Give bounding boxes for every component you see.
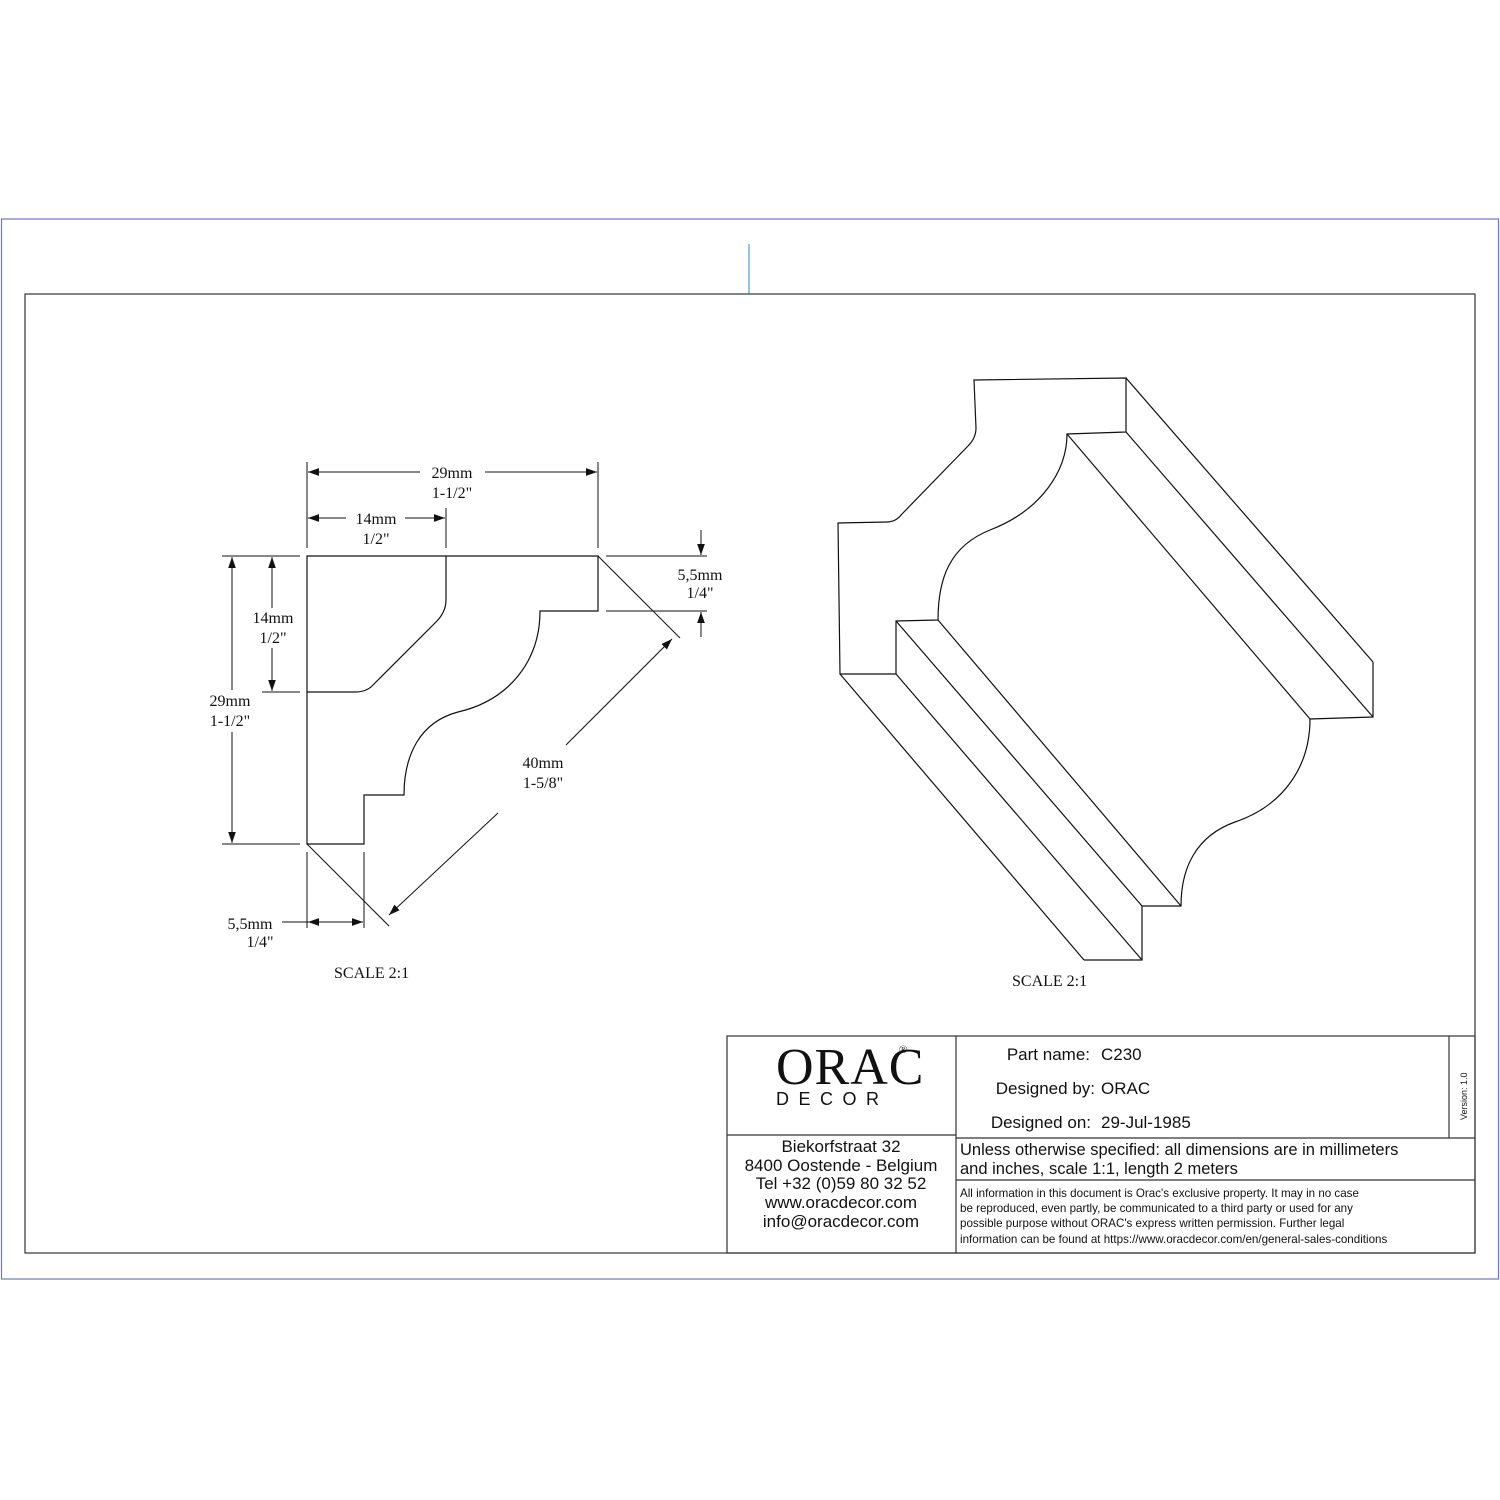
dim-diagonal-in: 1-5/8" — [523, 775, 563, 792]
profile-outline — [306, 555, 599, 845]
svg-text:be reproduced, even partly, be: be reproduced, even partly, be communica… — [960, 1202, 1353, 1215]
dimension-lines — [228, 468, 705, 926]
svg-text:DECOR: DECOR — [776, 1089, 889, 1109]
orac-logo: ORAC ® DECOR — [776, 1039, 924, 1109]
dim-bottom-in: 1/4" — [247, 934, 274, 951]
dim-height-mm: 29mm — [210, 693, 251, 710]
dim-width-mm: 29mm — [432, 465, 473, 482]
dim-line-diagonal — [565, 638, 673, 746]
svg-text:Unless otherwise specified: al: Unless otherwise specified: all dimensio… — [960, 1141, 1398, 1159]
company-address: Biekorfstraat 32 8400 Oostende - Belgium… — [745, 1137, 938, 1231]
part-name-value: C230 — [1101, 1045, 1142, 1064]
svg-text:All information in this docume: All information in this document is Orac… — [960, 1187, 1359, 1200]
svg-text:information can be found at ht: information can be found at https://www.… — [960, 1233, 1387, 1246]
iso-front-face — [837, 377, 1127, 675]
dim-top-mm: 14mm — [356, 511, 397, 528]
svg-text:www.oracdecor.com: www.oracdecor.com — [764, 1193, 917, 1212]
isometric-view: SCALE 2:1 — [837, 377, 1374, 990]
section-scale-label: SCALE 2:1 — [334, 965, 409, 982]
iso-back-face — [1084, 662, 1374, 961]
dim-right-top-in: 1/4" — [687, 585, 714, 602]
svg-text:info@oracdecor.com: info@oracdecor.com — [763, 1212, 919, 1231]
designed-by-value: ORAC — [1101, 1079, 1150, 1098]
chamfer-top-right — [597, 555, 681, 639]
dim-top-in: 1/2" — [363, 531, 390, 548]
dimensions-note: Unless otherwise specified: all dimensio… — [960, 1141, 1398, 1178]
svg-text:possible purpose without ORAC': possible purpose without ORAC's express … — [960, 1217, 1344, 1230]
part-name-label: Part name: — [1007, 1045, 1090, 1064]
inner-frame — [24, 293, 1476, 1254]
designed-on-value: 29-Jul-1985 — [1101, 1113, 1191, 1132]
chamfer-bottom-left — [306, 843, 390, 927]
extension-lines — [222, 462, 707, 928]
dim-width-in: 1-1/2" — [432, 485, 472, 502]
dim-right-top-mm: 5,5mm — [678, 567, 723, 584]
svg-text:®: ® — [899, 1044, 907, 1056]
version-label: Version: 1.0 — [1459, 1072, 1469, 1120]
svg-text:Tel +32 (0)59 80 32 52: Tel +32 (0)59 80 32 52 — [756, 1174, 927, 1193]
svg-text:8400 Oostende - Belgium: 8400 Oostende - Belgium — [745, 1156, 938, 1175]
title-block: ORAC ® DECOR Biekorfstraat 32 8400 Ooste… — [726, 1035, 1476, 1254]
outer-frame — [0, 218, 1500, 1280]
iso-long-edges — [839, 377, 1374, 961]
svg-text:and inches, scale 1:1, length: and inches, scale 1:1, length 2 meters — [960, 1160, 1238, 1178]
designed-on-label: Designed on: — [991, 1113, 1091, 1132]
profile-inner-edge — [307, 556, 447, 693]
designed-by-label: Designed by: — [996, 1079, 1095, 1098]
legal-notice: All information in this document is Orac… — [960, 1187, 1387, 1246]
dim-height-in: 1-1/2" — [210, 713, 250, 730]
section-view: 29mm 1-1/2" 14mm 1/2" 14mm 1/2" 29mm 1-1… — [210, 462, 723, 982]
dim-left-upper-in: 1/2" — [260, 630, 287, 647]
dim-diagonal-mm: 40mm — [523, 755, 564, 772]
svg-text:Biekorfstraat 32: Biekorfstraat 32 — [781, 1137, 900, 1156]
dim-bottom-mm: 5,5mm — [228, 916, 273, 933]
dim-left-upper-mm: 14mm — [253, 610, 294, 627]
svg-text:ORAC: ORAC — [776, 1039, 924, 1096]
iso-scale-label: SCALE 2:1 — [1012, 973, 1087, 990]
